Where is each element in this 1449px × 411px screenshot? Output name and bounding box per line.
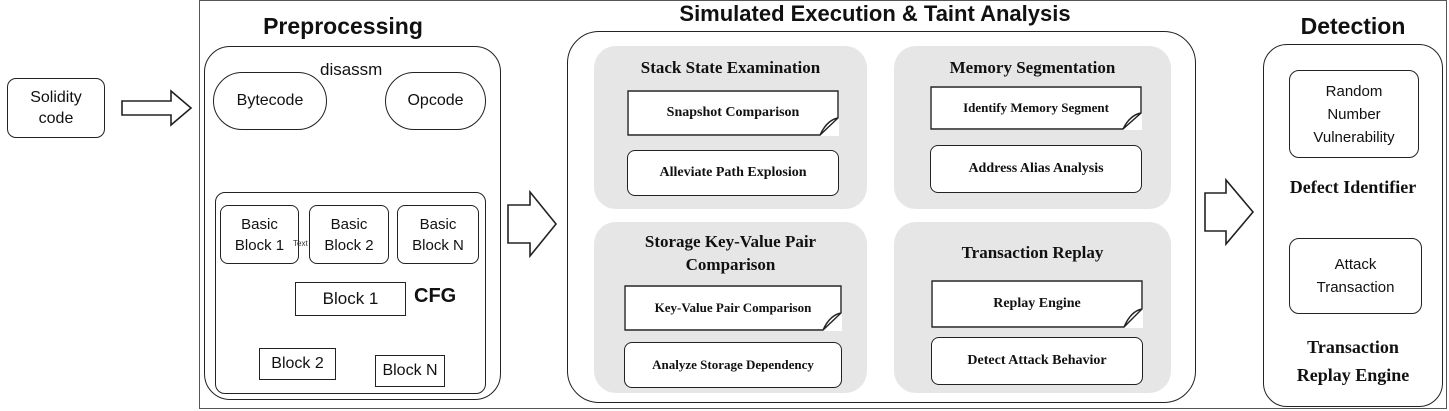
identify-memory-segment-doc: Identify Memory Segment xyxy=(930,86,1142,130)
disassm-label: disassm xyxy=(320,60,383,79)
snapshot-comparison-doc: Snapshot Comparison xyxy=(627,90,839,136)
address-alias-analysis-box: Address Alias Analysis xyxy=(930,145,1142,193)
arrow-input-to-preprocessing xyxy=(121,89,193,127)
alleviate-path-explosion-box: Alleviate Path Explosion xyxy=(627,150,839,196)
cfg-block-1: Block 1 xyxy=(295,282,406,316)
basic-block-1: Basic Block 1 xyxy=(220,205,299,264)
solidity-code-label: Solidity code xyxy=(30,89,82,127)
random-number-vulnerability-box: Random Number Vulnerability xyxy=(1289,70,1419,158)
cfg-label: CFG xyxy=(414,285,457,307)
bytecode-node: Bytecode xyxy=(213,72,327,130)
preprocessing-title: Preprocessing xyxy=(263,12,423,39)
basic-block-n: Basic Block N xyxy=(397,205,479,264)
stack-state-title: Stack State Examination xyxy=(640,58,821,77)
detect-attack-behavior-box: Detect Attack Behavior xyxy=(931,337,1143,385)
arrow-simulated-to-detection xyxy=(1204,177,1255,247)
analyze-storage-dependency-box: Analyze Storage Dependency xyxy=(624,342,842,388)
transaction-replay-title: Transaction Replay xyxy=(961,243,1104,262)
cfg-block-2: Block 2 xyxy=(259,348,336,380)
defect-identifier-label: Defect Identifier xyxy=(1289,176,1417,197)
solidity-code-box: Solidity code xyxy=(7,78,105,138)
outer-frame xyxy=(199,0,1447,409)
detection-title: Detection xyxy=(1300,12,1406,39)
memory-segmentation-title: Memory Segmentation xyxy=(949,58,1116,77)
opcode-node: Opcode xyxy=(385,72,486,130)
tiny-text-label: Text xyxy=(293,239,308,248)
storage-kv-title: Storage Key-Value Pair Comparison xyxy=(644,232,817,274)
replay-engine-doc: Replay Engine xyxy=(931,280,1143,328)
attack-transaction-box: Attack Transaction xyxy=(1289,238,1422,314)
transaction-replay-engine-label: Transaction Replay Engine xyxy=(1296,337,1410,385)
cfg-block-n: Block N xyxy=(375,355,445,387)
simulated-title: Simulated Execution & Taint Analysis xyxy=(679,1,1071,26)
key-value-pair-comparison-doc: Key-Value Pair Comparison xyxy=(624,285,842,331)
arrow-preprocessing-to-simulated xyxy=(507,189,558,259)
basic-block-2: Basic Block 2 xyxy=(309,205,389,264)
